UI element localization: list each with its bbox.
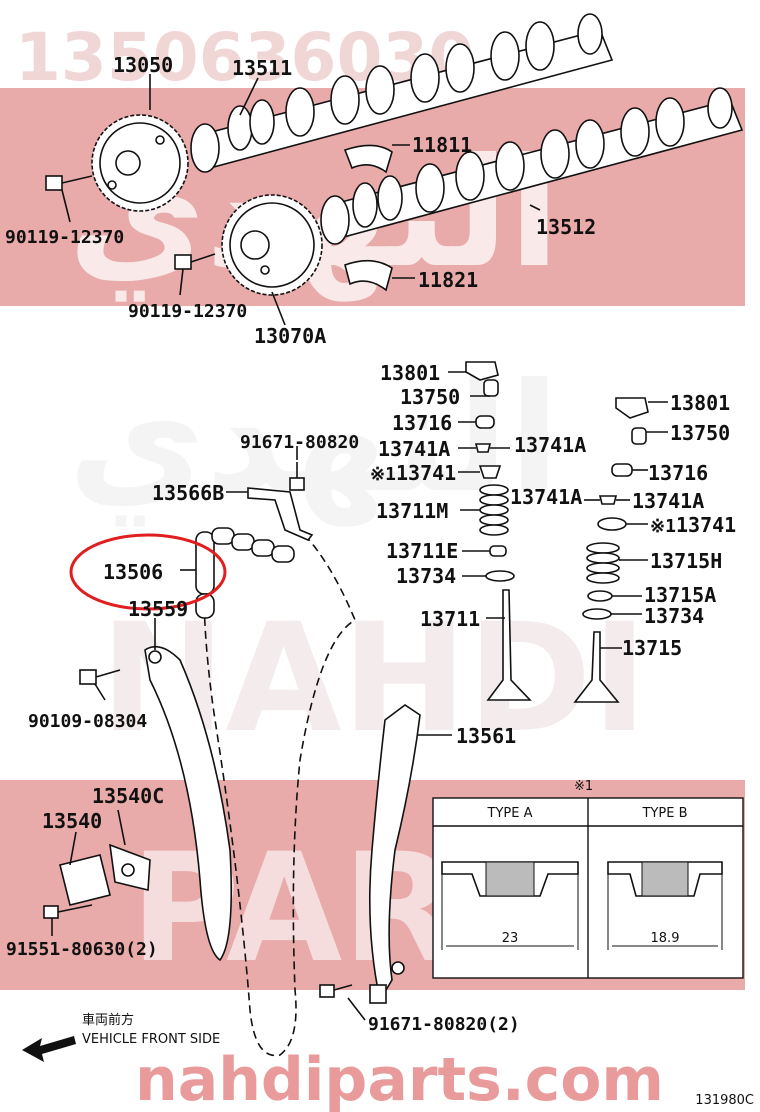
label-13561: 13561 — [456, 724, 516, 748]
label-13711E: 13711E — [386, 539, 458, 563]
label-13715H: 13715H — [650, 549, 722, 573]
bolt-91671-a — [289, 462, 305, 491]
label-13070A: 13070A — [254, 324, 326, 348]
direction-japanese: 車両前方 — [82, 1012, 134, 1028]
label-91671-a: 91671-80820 — [240, 432, 359, 453]
label-13540: 13540 — [42, 809, 102, 833]
bearing-11821 — [344, 259, 393, 292]
label-13750-b: 13750 — [670, 421, 730, 445]
label-13716-b: 13716 — [648, 461, 708, 485]
diagram-code: 131980C — [695, 1093, 754, 1108]
label-13715A: 13715A — [644, 583, 716, 607]
highlight-ring-13506 — [69, 533, 227, 611]
timing-chain-path — [202, 529, 357, 1057]
inset-type-b: TYPE B — [642, 806, 688, 821]
label-13734-b: 13734 — [644, 604, 704, 628]
label-13741A-d: 13741A — [632, 489, 704, 513]
camshaft-13512 — [320, 87, 744, 245]
bearing-11811 — [343, 144, 393, 174]
bolt-91551 — [43, 904, 93, 919]
inset-dimension-b: 18.9 — [651, 931, 680, 946]
label-13741A-a: 13741A — [378, 437, 450, 461]
sprocket-13050 — [91, 114, 189, 212]
label-13741A-b: 13741A — [514, 433, 586, 457]
label-91551: 91551-80630(2) — [6, 939, 158, 960]
label-13741A-c: 13741A — [510, 485, 582, 509]
watermark-url: nahdiparts.com — [135, 1045, 664, 1112]
label-90119-a: 90119-12370 — [5, 227, 124, 248]
chain-guide-13561 — [368, 704, 421, 1003]
vehicle-front-direction: 車両前方 VEHICLE FRONT SIDE — [22, 1012, 220, 1062]
leader-lines — [51, 74, 668, 1021]
label-90119-b: 90119-12370 — [128, 301, 247, 322]
front-arrow-icon — [22, 1036, 76, 1062]
direction-english: VEHICLE FRONT SIDE — [82, 1032, 220, 1047]
watermark-arabic-2: النهدي — [68, 352, 560, 527]
chain-guide-13566B — [247, 487, 314, 541]
label-90109: 90109-08304 — [28, 711, 147, 732]
label-13741-b: 13741 — [676, 513, 736, 537]
label-13715: 13715 — [622, 636, 682, 660]
bolt-90119-a — [45, 175, 93, 191]
label-13512: 13512 — [536, 215, 596, 239]
camshaft-13511 — [190, 13, 614, 173]
label-11811: 11811 — [412, 133, 472, 157]
note-mark-2: ※1 — [650, 516, 676, 537]
sprocket-13070A — [221, 194, 323, 296]
valve-train-right — [573, 397, 649, 703]
valve-train-left — [465, 361, 532, 701]
label-91671-b: 91671-80820(2) — [368, 1014, 520, 1035]
label-13506: 13506 — [103, 560, 163, 584]
label-13716-a: 13716 — [392, 411, 452, 435]
label-13566B: 13566B — [152, 481, 224, 505]
chain-links-13506 — [195, 527, 295, 619]
label-13750-a: 13750 — [400, 385, 460, 409]
tensioner-13540 — [59, 843, 151, 906]
label-13050: 13050 — [113, 53, 173, 77]
inset-retainer-types: ※1 TYPE A TYPE B 23 18.9 — [432, 779, 744, 979]
bolt-90109 — [79, 669, 121, 685]
bolt-91671-b — [319, 984, 353, 998]
chain-slipper-13559 — [144, 645, 233, 962]
inset-note-mark: ※1 — [574, 779, 593, 794]
label-13540C: 13540C — [92, 784, 164, 808]
label-13511: 13511 — [232, 56, 292, 80]
bolt-90119-b — [174, 253, 216, 270]
inset-dimension-a: 23 — [502, 931, 519, 946]
label-13801-b: 13801 — [670, 391, 730, 415]
inset-type-a: TYPE A — [487, 806, 533, 821]
label-13711M: 13711M — [376, 499, 448, 523]
note-mark-1: ※1 — [370, 464, 396, 485]
label-13741-a: 13741 — [396, 461, 456, 485]
label-11821: 11821 — [418, 268, 478, 292]
label-13711: 13711 — [420, 607, 480, 631]
label-13801-a: 13801 — [380, 361, 440, 385]
label-13734-a: 13734 — [396, 564, 456, 588]
label-13559: 13559 — [128, 597, 188, 621]
